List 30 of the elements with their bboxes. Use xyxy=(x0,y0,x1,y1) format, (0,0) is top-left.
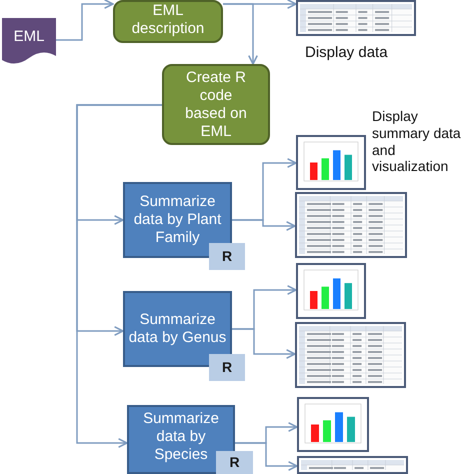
node-text: Summarize data by Genus xyxy=(128,311,228,347)
connector-arrow xyxy=(231,219,296,231)
connector-arrow xyxy=(55,0,114,41)
connector-arrow xyxy=(231,328,296,359)
annotation-text: Display data xyxy=(305,44,389,62)
process-box xyxy=(162,64,270,145)
r-badge xyxy=(209,243,245,270)
node-text: Create R code based on EML xyxy=(184,68,248,140)
picture xyxy=(295,322,406,388)
node-text: Summarize data by Plant Family xyxy=(132,193,222,247)
picture xyxy=(296,0,416,36)
node-text: EML xyxy=(12,28,46,46)
annotation-text: Display summary data and visualization xyxy=(372,108,462,176)
picture xyxy=(297,397,369,452)
node-text: R xyxy=(228,454,241,471)
node-text: Summarize data by Species xyxy=(142,410,220,464)
connector-arrow xyxy=(234,442,298,471)
connector-arrow xyxy=(222,3,258,65)
node-text: R xyxy=(220,248,234,265)
connector-arrow xyxy=(76,104,163,448)
node-text: EML description xyxy=(130,2,206,38)
node-text: R xyxy=(220,359,234,376)
picture xyxy=(296,135,366,190)
picture xyxy=(297,456,408,474)
process-box xyxy=(113,0,223,43)
r-badge xyxy=(209,354,245,381)
document-shape xyxy=(2,18,56,64)
picture xyxy=(295,192,407,258)
picture xyxy=(296,263,366,319)
r-badge xyxy=(216,451,253,474)
